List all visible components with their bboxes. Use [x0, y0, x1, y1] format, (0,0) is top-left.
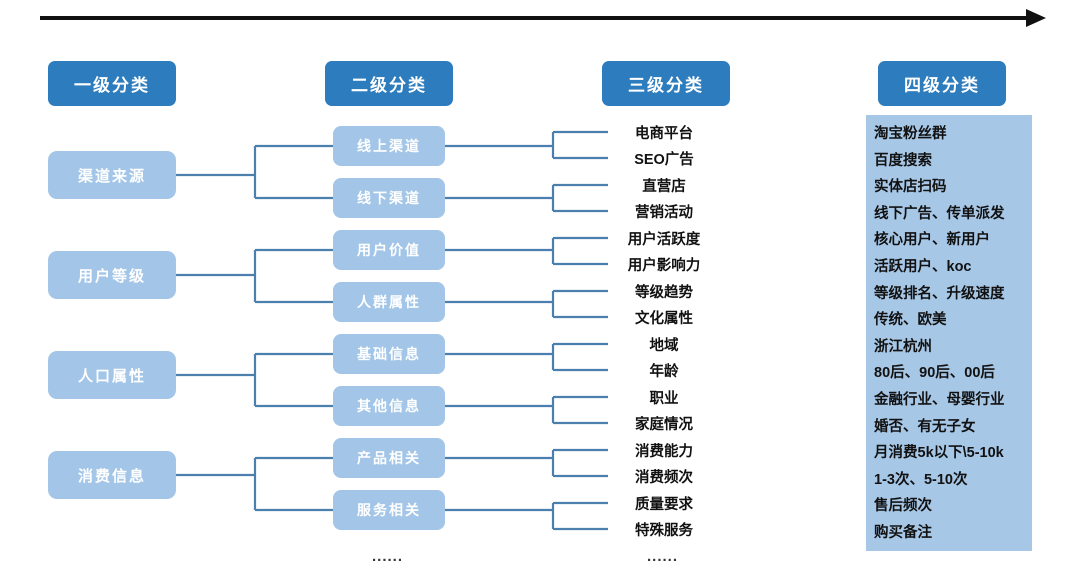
level2-node[interactable]: 线下渠道	[333, 178, 445, 218]
level2-node[interactable]: 线上渠道	[333, 126, 445, 166]
level4-item: 婚否、有无子女	[874, 418, 976, 435]
level4-item: 传统、欧美	[874, 312, 947, 329]
level2-node[interactable]: 用户价值	[333, 230, 445, 270]
level1-node[interactable]: 用户等级	[48, 251, 176, 299]
level3-leaf: SEO广告	[634, 151, 694, 168]
level2-node[interactable]: 基础信息	[333, 334, 445, 374]
level4-item: 1-3次、5-10次	[874, 471, 968, 488]
progression-arrow-icon	[40, 9, 1046, 27]
level4-item: 购买备注	[874, 524, 932, 541]
level3-leaf: 用户活跃度	[627, 231, 701, 248]
level3-leaf: 特殊服务	[635, 522, 693, 539]
level3-leaf: 电商平台	[635, 125, 693, 142]
column-header-level-3: 三级分类	[602, 61, 730, 106]
level4-item: 核心用户、新用户	[874, 232, 990, 249]
level4-item: 等级排名、升级速度	[874, 285, 1005, 302]
column-header-level-2: 二级分类	[325, 61, 453, 106]
level1-node[interactable]: 人口属性	[48, 351, 176, 399]
level2-node[interactable]: 其他信息	[333, 386, 445, 426]
level4-item: 淘宝粉丝群	[874, 126, 947, 142]
level4-item: 活跃用户、koc	[874, 258, 972, 275]
level4-item: 实体店扫码	[874, 179, 947, 196]
level4-item: 售后频次	[874, 498, 932, 515]
level3-leaf: 文化属性	[635, 310, 693, 327]
level3-leaf: 等级趋势	[635, 284, 693, 301]
level2-node[interactable]: 产品相关	[333, 438, 445, 478]
level3-leaf: 职业	[649, 390, 679, 407]
level4-item: 百度搜索	[874, 152, 932, 169]
column-header-level-1: 一级分类	[48, 61, 176, 106]
level1-node[interactable]: 消费信息	[48, 451, 176, 499]
level4-item: 线下广告、传单派发	[874, 205, 1005, 222]
level4-item: 月消费5k以下\5-10k	[874, 445, 1004, 462]
level3-leaf: 直营店	[642, 178, 686, 195]
level3-more-indicator: ......	[647, 548, 679, 565]
level3-leaf: 家庭情况	[635, 416, 693, 433]
level4-item: 金融行业、母婴行业	[874, 391, 1005, 408]
level4-item: 80后、90后、00后	[874, 365, 995, 382]
level3-leaf: 营销活动	[635, 204, 693, 221]
level4-panel: 淘宝粉丝群 百度搜索 实体店扫码 线下广告、传单派发 核心用户、新用户 活跃用户…	[866, 115, 1032, 551]
level3-leaf: 消费频次	[635, 469, 693, 486]
level3-leaf: 地域	[649, 337, 679, 354]
level1-node[interactable]: 渠道来源	[48, 151, 176, 199]
level2-more-indicator: ......	[372, 548, 404, 565]
level3-leaf: 消费能力	[635, 443, 693, 460]
level2-node[interactable]: 服务相关	[333, 490, 445, 530]
level3-leaf: 质量要求	[635, 496, 693, 513]
level3-leaf: 用户影响力	[627, 257, 701, 274]
column-header-level-4: 四级分类	[878, 61, 1006, 106]
level4-item: 浙江杭州	[874, 338, 932, 355]
level2-node[interactable]: 人群属性	[333, 282, 445, 322]
level3-leaf: 年龄	[649, 363, 679, 380]
